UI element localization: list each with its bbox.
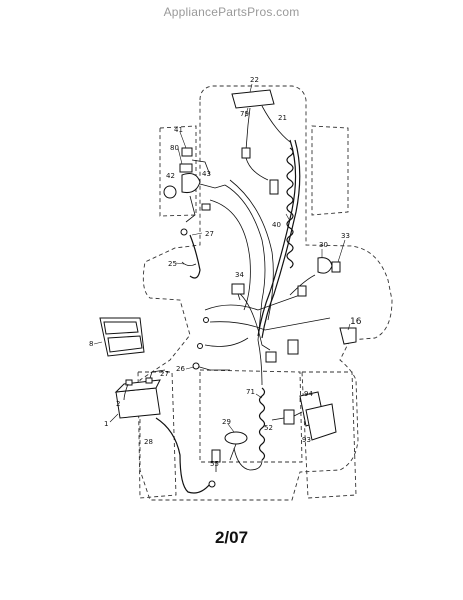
- callout-93: 93: [302, 436, 311, 444]
- callout-41: 41: [174, 126, 183, 134]
- main-harness: [204, 139, 331, 386]
- callout-42: 42: [166, 172, 175, 180]
- callout-26: 26: [176, 365, 185, 373]
- center-connectors: [197, 179, 307, 363]
- callout-22: 22: [250, 76, 259, 84]
- battery-wires: [149, 362, 230, 379]
- ignition-parts: [317, 257, 341, 274]
- callout-29: 29: [222, 418, 231, 426]
- watermark: AppliancePartsPros.com: [163, 5, 300, 19]
- diagram-code: 2/07: [214, 528, 249, 547]
- seat-switch-29: [224, 431, 248, 461]
- callout-21: 21: [278, 114, 287, 122]
- callout-79: 79: [240, 110, 249, 118]
- leader-lines: [93, 83, 351, 433]
- callout-2: 2: [116, 400, 120, 408]
- left-parts: [163, 147, 226, 223]
- callout-1: 1: [104, 420, 108, 428]
- callout-27-lower: 27: [160, 370, 169, 378]
- battery: [114, 377, 161, 419]
- callout-27-upper: 27: [205, 230, 214, 238]
- callout-16: 16: [350, 317, 362, 327]
- callout-71: 71: [246, 388, 255, 396]
- plug-55: [211, 449, 221, 472]
- coiled-wire-71: [233, 387, 266, 471]
- callout-30: 30: [319, 241, 328, 249]
- ground-cable-28: [155, 417, 216, 494]
- callout-52: 52: [264, 424, 273, 432]
- callout-28: 28: [144, 438, 153, 446]
- rear-switches: [271, 391, 337, 441]
- callout-25: 25: [168, 260, 177, 268]
- connector-16: [339, 327, 357, 345]
- callout-34: 34: [235, 271, 244, 279]
- callout-labels: 22 79 21 41 80 43 42 40 27 25 30 33 34 1…: [89, 76, 362, 468]
- callout-40: 40: [272, 221, 281, 229]
- callout-8: 8: [89, 340, 93, 348]
- callout-33: 33: [341, 232, 350, 240]
- battery-tray: [99, 317, 145, 357]
- callout-80: 80: [170, 144, 179, 152]
- tractor-outline: [137, 85, 393, 501]
- callout-94: 94: [304, 390, 313, 398]
- callout-55: 55: [210, 460, 219, 468]
- callout-43: 43: [202, 170, 211, 178]
- coiled-wire-40: [286, 147, 294, 269]
- ground-wires: [180, 228, 201, 279]
- headlight-connector: [231, 89, 291, 181]
- switch-34: [231, 283, 245, 301]
